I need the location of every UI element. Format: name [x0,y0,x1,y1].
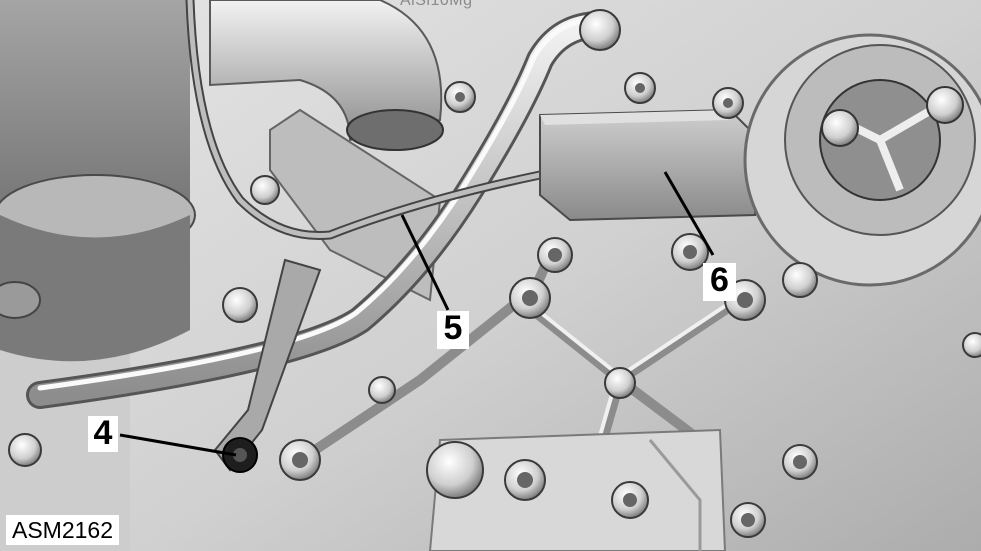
sensor-block-6 [539,108,762,222]
pipe-bracket [213,258,322,472]
leader-line-4 [119,433,237,457]
lower-cover [428,428,727,551]
figure-code: ASM2162 [6,515,120,546]
upper-hose [209,0,443,142]
leader-line-6 [663,171,715,256]
bolts [8,9,981,538]
callout-4: 4 [88,416,118,452]
leader-line-5 [400,214,450,311]
bolt-recesses [292,83,807,527]
cast-marking: AlSi10Mg [400,0,473,9]
callout-5: 5 [437,311,469,349]
leader-lines [119,171,715,457]
bracket-plate [269,108,442,302]
callout-6: 6 [703,263,736,301]
